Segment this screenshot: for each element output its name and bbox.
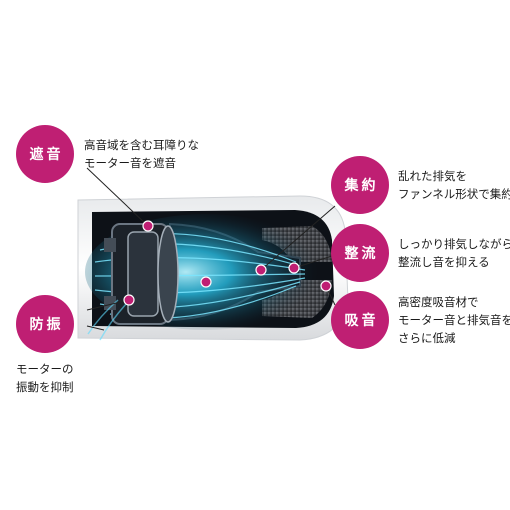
callout-converge: 乱れた排気を ファンネル形状で集約 [398,167,510,203]
callout-antivibration-line-1: モーターの [16,362,74,376]
callout-soundproof-line-1: 高音域を含む耳障りな [84,138,199,152]
dot-converge [255,264,267,276]
callout-absorb-line-1: 高密度吸音材で [398,295,479,309]
callout-absorb-line-3: さらに低減 [398,331,456,345]
callout-converge-line-2: ファンネル形状で集約 [398,187,510,201]
callout-antivibration: モーターの 振動を抑制 [16,360,74,396]
callout-soundproof-line-2: モーター音を遮音 [84,156,176,170]
exhaust-left [87,299,127,341]
callout-rectify-line-2: 整流し音を抑える [398,255,490,269]
leader-lines [86,167,336,331]
callout-absorb: 高密度吸音材で モーター音と排気音を さらに低減 [398,293,510,347]
badge-rectify: 整流 [331,224,389,282]
dot-absorb [320,280,332,292]
badge-soundproof: 遮音 [16,125,74,183]
badge-absorb: 吸音 [331,291,389,349]
callout-soundproof: 高音域を含む耳障りな モーター音を遮音 [84,136,199,172]
callout-converge-line-1: 乱れた排気を [398,169,467,183]
callout-antivibration-line-2: 振動を抑制 [16,380,74,394]
motor [104,223,179,325]
target-dots [123,220,332,306]
callout-absorb-line-2: モーター音と排気音を [398,313,510,327]
callout-rectify: しっかり排気しながら 整流し音を抑える [398,235,510,271]
dot-antivibration-a [123,294,135,306]
dot-antivibration-b [200,276,212,288]
badge-antivibration: 防振 [16,295,74,353]
dot-soundproof [142,220,154,232]
badge-converge: 集約 [331,156,389,214]
callout-rectify-line-1: しっかり排気しながら [398,237,510,251]
dot-rectify [288,262,300,274]
